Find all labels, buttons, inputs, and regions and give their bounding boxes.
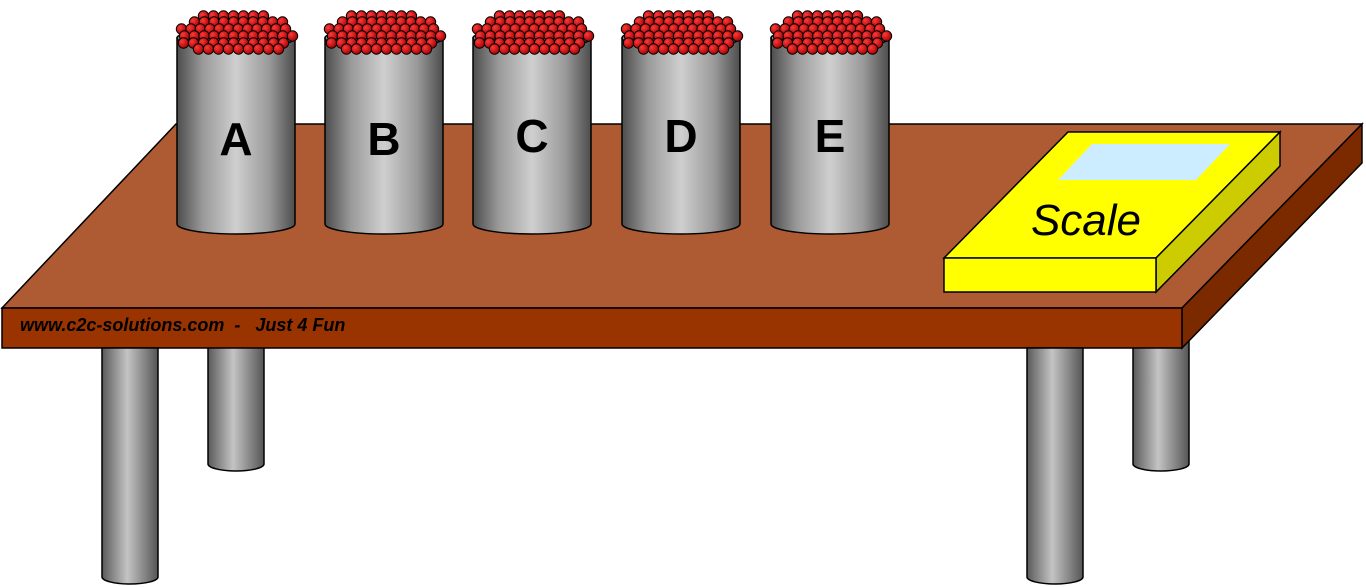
red-ball-icon	[222, 43, 235, 55]
jar-body	[770, 37, 890, 235]
red-ball-icon	[262, 43, 275, 55]
jar-e-balls	[769, 10, 893, 55]
scale-display	[1058, 144, 1230, 180]
scale-label: Scale	[1031, 196, 1141, 245]
red-ball-icon	[340, 43, 353, 55]
red-ball-icon	[856, 43, 869, 55]
red-ball-icon	[410, 43, 423, 55]
red-ball-icon	[677, 43, 690, 55]
red-ball-icon	[647, 43, 660, 55]
table-footer-text: www.c2c-solutions.com - Just 4 Fun	[20, 315, 345, 335]
red-ball-icon	[286, 30, 299, 42]
red-ball-icon	[272, 43, 285, 55]
jar-label-c: C	[515, 110, 548, 162]
red-ball-icon	[816, 43, 829, 55]
red-ball-icon	[796, 43, 809, 55]
red-ball-icon	[192, 43, 205, 55]
red-ball-icon	[370, 43, 383, 55]
red-ball-icon	[731, 30, 744, 42]
red-ball-icon	[717, 43, 730, 55]
jar-group: A B C D E	[175, 10, 893, 235]
red-ball-icon	[548, 43, 561, 55]
red-ball-icon	[866, 43, 879, 55]
jar-label-d: D	[664, 110, 697, 162]
red-ball-icon	[846, 43, 859, 55]
jar-body	[176, 37, 296, 235]
red-ball-icon	[826, 43, 839, 55]
jar-body	[472, 37, 592, 235]
red-ball-icon	[538, 43, 551, 55]
red-ball-icon	[473, 37, 486, 49]
red-ball-icon	[637, 43, 650, 55]
table-leg-back-left	[207, 339, 265, 472]
red-ball-icon	[880, 30, 893, 42]
red-ball-icon	[232, 43, 245, 55]
jar-label-e: E	[815, 110, 846, 162]
scale-front	[943, 257, 1157, 293]
red-ball-icon	[434, 30, 447, 42]
jar-c: C	[471, 10, 595, 235]
red-ball-icon	[508, 43, 521, 55]
red-ball-icon	[177, 37, 190, 49]
red-ball-icon	[350, 43, 363, 55]
red-ball-icon	[420, 43, 433, 55]
jar-c-balls	[471, 10, 595, 55]
jar-body	[621, 37, 741, 235]
red-ball-icon	[786, 43, 799, 55]
jar-label-a: A	[219, 113, 252, 165]
red-ball-icon	[806, 43, 819, 55]
red-ball-icon	[325, 37, 338, 49]
table-back-legs	[207, 339, 1190, 472]
red-ball-icon	[252, 43, 265, 55]
jar-d-balls	[620, 10, 744, 55]
red-ball-icon	[771, 37, 784, 49]
red-ball-icon	[528, 43, 541, 55]
red-ball-icon	[697, 43, 710, 55]
jar-label-b: B	[367, 113, 400, 165]
red-ball-icon	[568, 43, 581, 55]
table-front-edge	[1, 307, 1183, 349]
jar-e: E	[769, 10, 893, 235]
red-ball-icon	[212, 43, 225, 55]
red-ball-icon	[242, 43, 255, 55]
red-ball-icon	[657, 43, 670, 55]
red-ball-icon	[202, 43, 215, 55]
red-ball-icon	[400, 43, 413, 55]
jar-d: D	[620, 10, 744, 235]
jar-a: A	[175, 10, 299, 235]
red-ball-icon	[390, 43, 403, 55]
table-leg-front-right	[1026, 347, 1084, 585]
table-front-legs	[101, 347, 1084, 585]
red-ball-icon	[622, 37, 635, 49]
red-ball-icon	[687, 43, 700, 55]
red-ball-icon	[667, 43, 680, 55]
red-ball-icon	[707, 43, 720, 55]
red-ball-icon	[498, 43, 511, 55]
table-leg-front-left	[101, 347, 159, 585]
jar-body	[324, 37, 444, 235]
red-ball-icon	[380, 43, 393, 55]
jar-b-balls	[323, 10, 447, 55]
jar-b: B	[323, 10, 447, 235]
red-ball-icon	[836, 43, 849, 55]
red-ball-icon	[558, 43, 571, 55]
scale: Scale	[942, 130, 1282, 294]
red-ball-icon	[488, 43, 501, 55]
red-ball-icon	[518, 43, 531, 55]
table-leg-back-right	[1132, 339, 1190, 472]
jar-a-balls	[175, 10, 299, 55]
red-ball-icon	[582, 30, 595, 42]
red-ball-icon	[360, 43, 373, 55]
